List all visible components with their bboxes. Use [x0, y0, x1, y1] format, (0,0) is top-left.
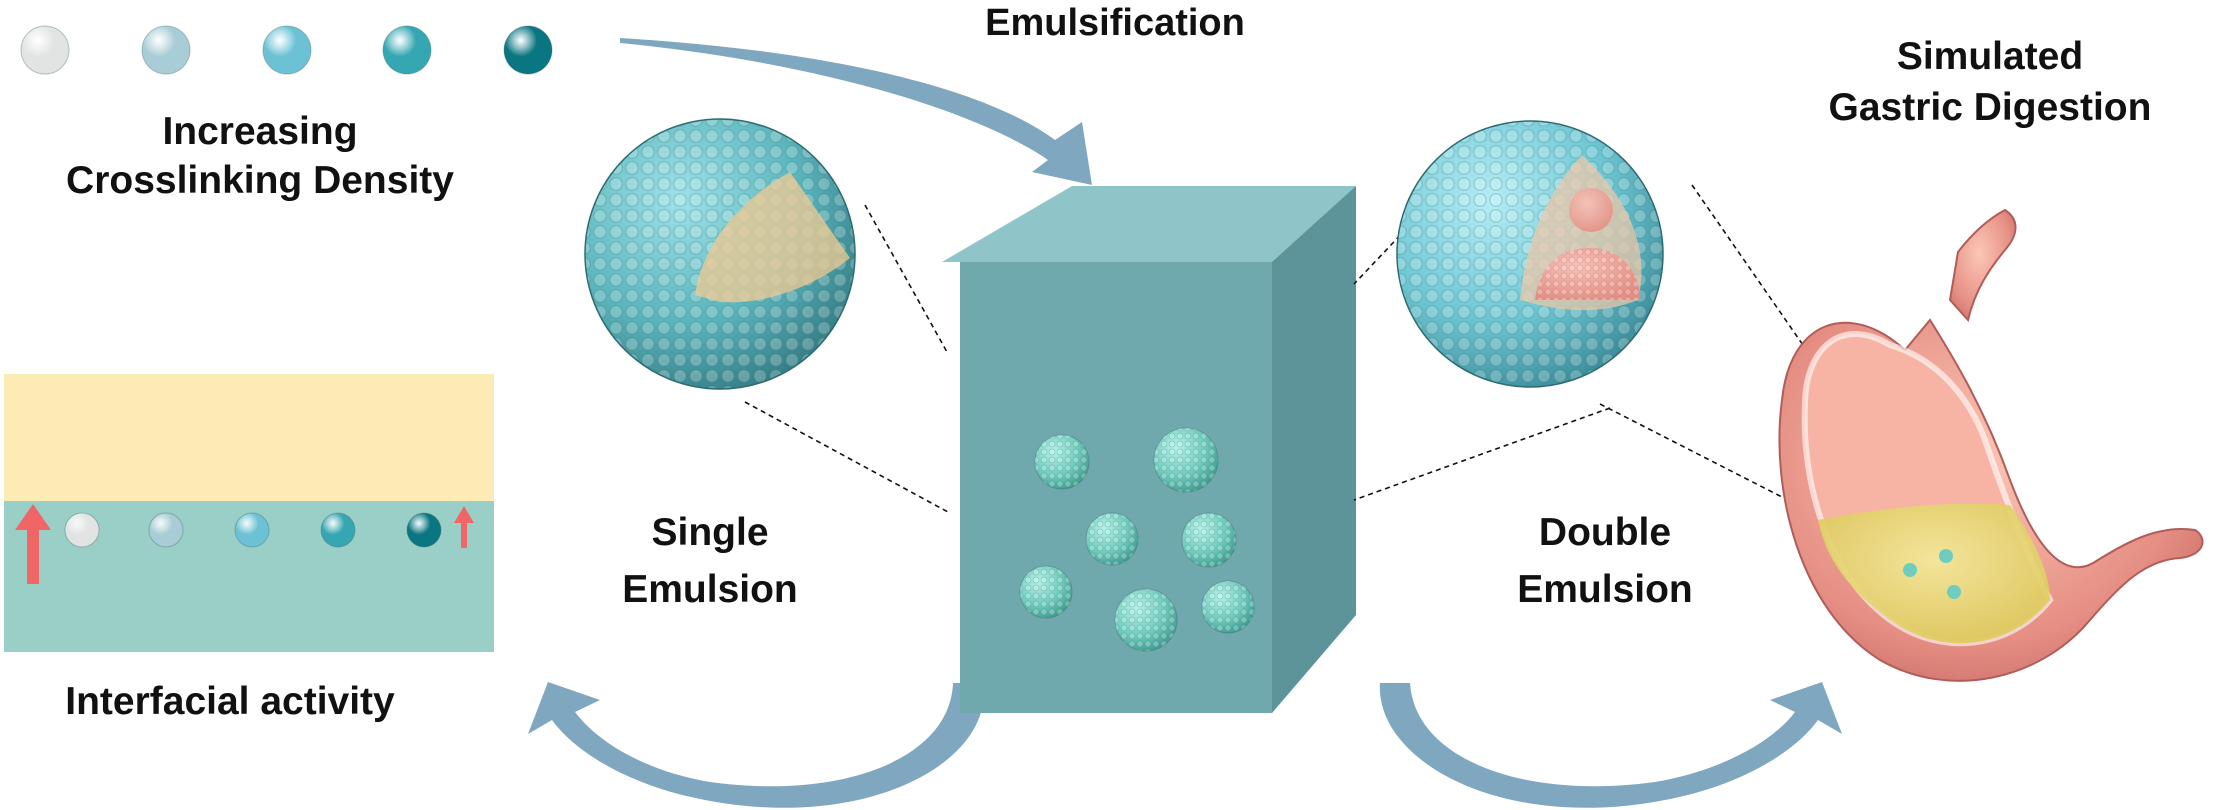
microgel-texture — [1086, 513, 1138, 565]
interface-particle-4-icon — [320, 512, 356, 548]
microgel-texture — [1115, 589, 1177, 651]
microgel-texture — [1035, 435, 1089, 489]
connector-lines — [744, 169, 1951, 566]
microgel-texture — [1154, 428, 1218, 492]
interface-particles — [64, 512, 442, 548]
emulsion-box-top — [942, 186, 1356, 262]
stomach-icon — [1778, 208, 2204, 682]
crosslinking-density-label: Increasing Crosslinking Density — [66, 110, 454, 202]
particle-level-4-icon — [382, 25, 432, 75]
microgel-texture — [1182, 513, 1236, 567]
interface-particle-2-icon — [148, 512, 184, 548]
emulsification-arrow-icon — [620, 38, 1092, 185]
interfacial-panel — [4, 374, 494, 652]
single-emulsion-droplet — [584, 118, 856, 390]
gastric-digestion-label: Simulated Gastric Digestion — [1828, 35, 2152, 129]
particle-level-5-icon — [503, 25, 553, 75]
interface-particle-3-icon — [234, 512, 270, 548]
particle-legend — [20, 25, 553, 75]
interface-particle-1-icon — [64, 512, 100, 548]
microgel-texture — [1020, 566, 1072, 618]
particle-level-1-icon — [20, 25, 70, 75]
particle-level-2-icon — [141, 25, 191, 75]
single-emulsion-arrow-icon — [528, 682, 984, 808]
oil-phase — [4, 374, 494, 501]
interfacial-activity-label: Interfacial activity — [65, 680, 395, 723]
emulsion-box-front — [960, 262, 1272, 713]
interface-particle-5-icon — [406, 512, 442, 548]
microgel-particles — [1019, 427, 1255, 652]
microgel-texture — [1202, 581, 1254, 633]
double-emulsion-label: Double Emulsion — [1517, 511, 1693, 611]
red-up-arrow-small-icon — [454, 506, 474, 548]
emulsion-box — [942, 186, 1356, 713]
emulsion-box-side — [1272, 186, 1356, 713]
double-emulsion-droplet — [1396, 120, 1664, 388]
emulsification-label: Emulsification — [985, 2, 1245, 44]
double-emulsion-arrow-icon — [1379, 682, 1842, 808]
red-up-arrow-large-icon — [15, 504, 51, 584]
single-emulsion-label: Single Emulsion — [622, 511, 798, 611]
particle-level-3-icon — [262, 25, 312, 75]
